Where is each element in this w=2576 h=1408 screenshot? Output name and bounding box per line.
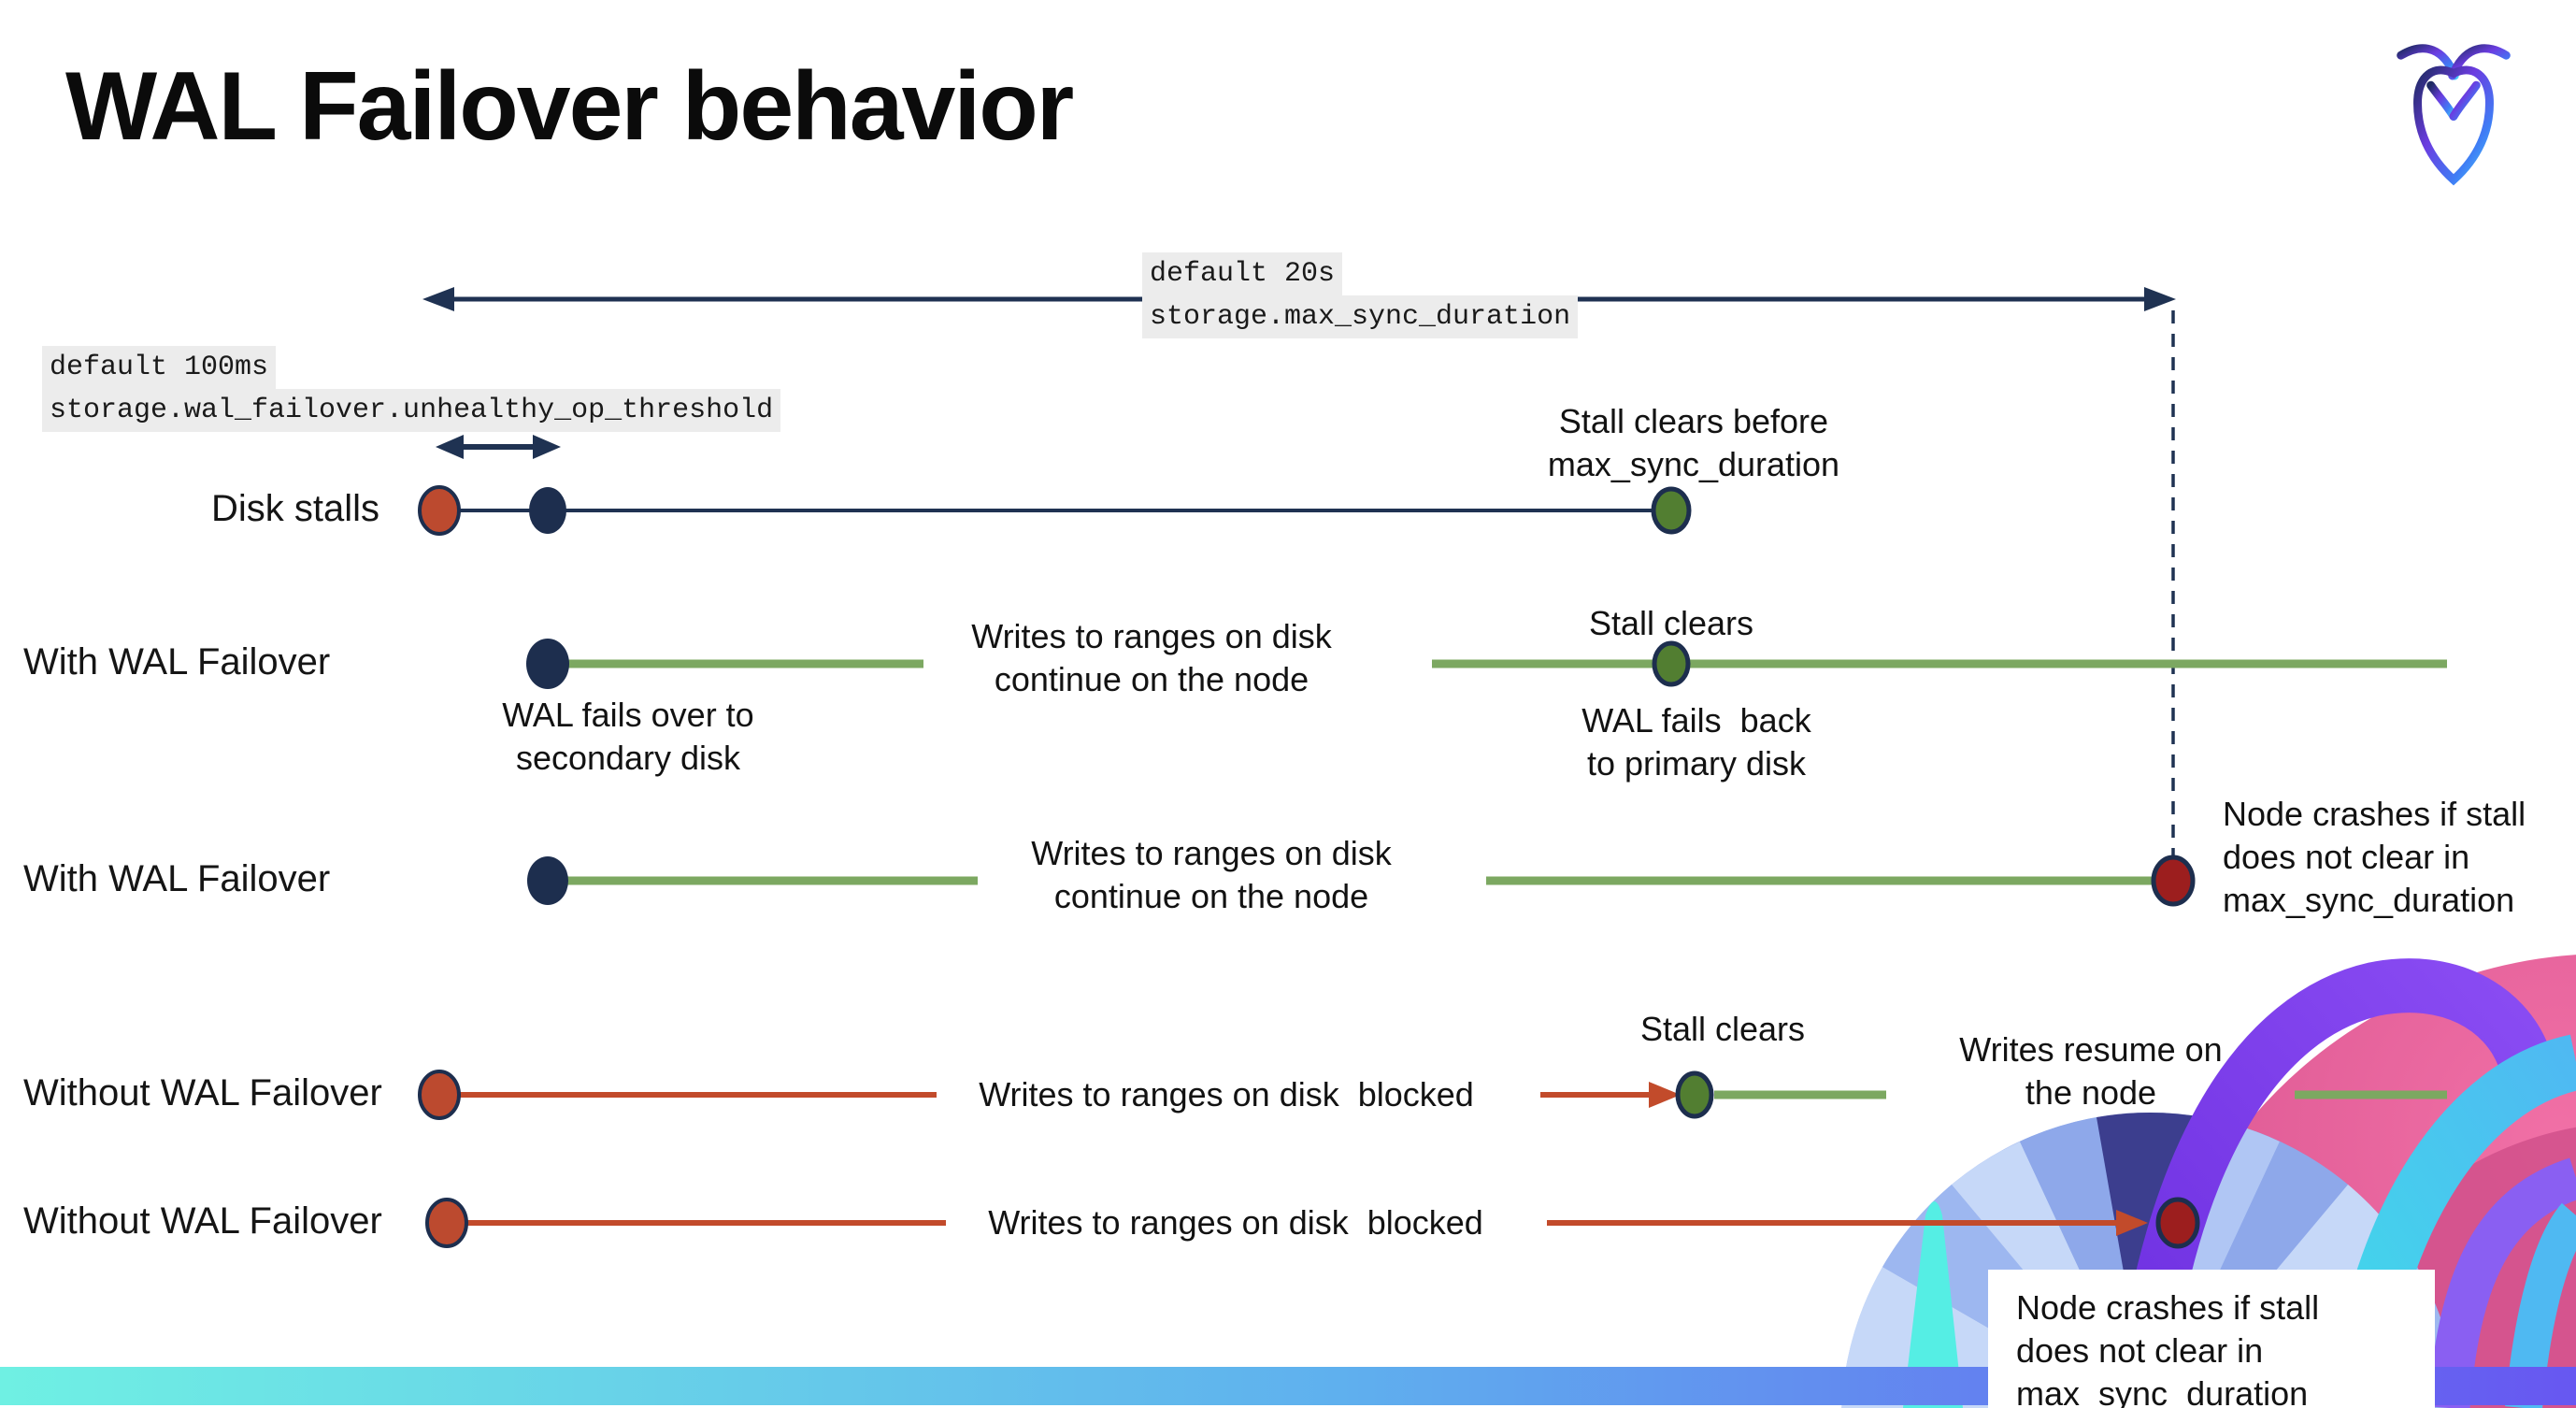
failover-dot [527,856,568,905]
cockroachdb-logo-icon [2397,44,2511,186]
stall-clears-before-note: Stall clears before max_sync_duration [1547,402,1840,484]
writes-resume-note: Writes resume on the node [1959,1030,2223,1113]
writes-blocked-note-1: Writes to ranges on disk blocked [979,1075,1474,1113]
row-label-without-wal-failover-2: Without WAL Failover [23,1200,382,1242]
max-sync-duration-callout: default 20s storage.max_sync_duration [1142,252,1579,338]
unhealthy-op-threshold-callout: default 100ms storage.wal_failover.unhea… [42,346,781,432]
red-arrowhead-icon [1649,1082,1681,1108]
wal-fails-back-note: WAL fails back to primary disk [1581,701,1811,783]
stall-clears-dot [1652,640,1691,687]
writes-blocked-note-2: Writes to ranges on disk blocked [988,1203,1483,1242]
callout-setting-name: storage.wal_failover.unhealthy_op_thresh… [42,389,781,432]
wal-fails-over-note: WAL fails over to secondary disk [502,696,754,778]
timeline-with-wal-failover-clears [526,639,2447,689]
row-label-with-wal-failover-1: With WAL Failover [23,641,331,682]
node-crash-dot [2155,1197,2200,1249]
callout-default-value: default 100ms [42,346,277,389]
timeline-disk-stalls [418,485,1692,536]
node-crashes-note-2: Node crashes if stall does not clear in … [2016,1288,2320,1408]
page-title: WAL Failover behavior [65,52,1074,161]
stall-start-dot [425,1198,468,1248]
row-label-disk-stalls: Disk stalls [210,488,379,529]
timeline-without-wal-failover-clears [418,1070,2447,1120]
callout-setting-name: storage.max_sync_duration [1142,295,1579,338]
node-crashes-note-1: Node crashes if stall does not clear in … [2223,795,2526,920]
failover-dot [526,639,569,689]
stall-clears-dot [1675,1070,1714,1119]
unhealthy-op-threshold-arrow-icon [436,435,561,459]
node-crashes-callout-box: Node crashes if stall does not clear in … [1988,1270,2435,1408]
row-label-with-wal-failover-2: With WAL Failover [23,858,331,899]
stall-clears-note-2: Stall clears [1639,1010,1806,1048]
red-arrowhead-icon [2116,1210,2148,1236]
stall-clears-note-1: Stall clears [1588,604,1754,642]
callout-default-value: default 20s [1142,252,1343,295]
stall-start-dot [418,1070,461,1120]
writes-continue-note-2: Writes to ranges on disk continue on the… [1031,834,1392,916]
stall-clears-dot [1651,486,1692,535]
node-crash-dot [2151,855,2196,907]
failover-threshold-dot [529,487,566,534]
timeline-without-wal-failover-crash [425,1197,2200,1249]
row-label-without-wal-failover-1: Without WAL Failover [23,1072,382,1113]
timeline-with-wal-failover-crash [527,855,2196,907]
writes-continue-note-1: Writes to ranges on disk continue on the… [971,617,1332,699]
stall-start-dot [418,485,461,536]
